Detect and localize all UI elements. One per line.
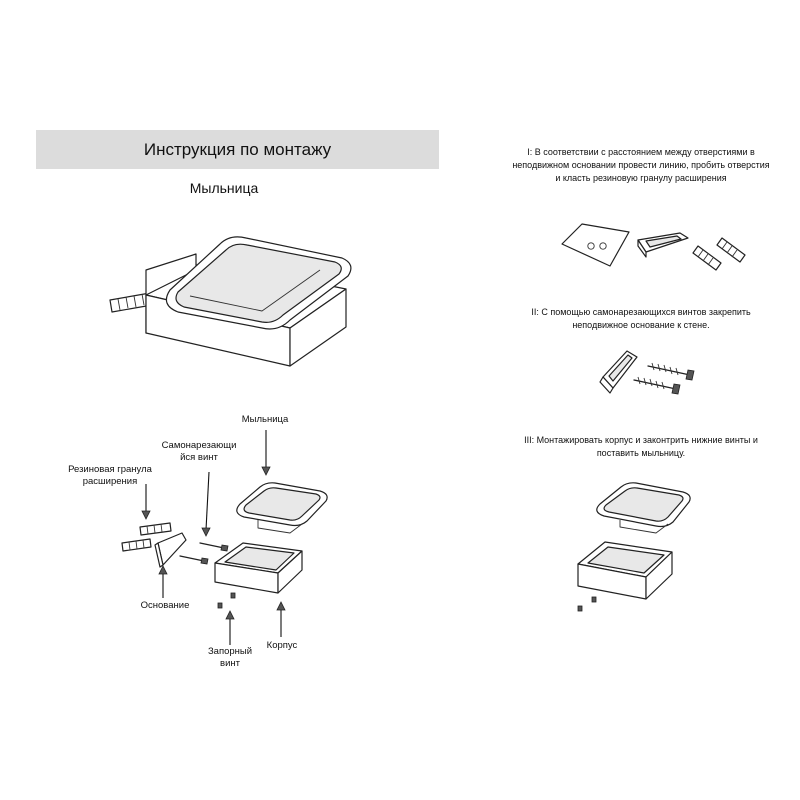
exploded-soap-tray (236, 482, 328, 534)
step-3-text: III: Монтажировать корпус и законтрить н… (524, 435, 758, 458)
product-name: Мыльница (189, 180, 259, 196)
step-1-plugs (692, 237, 746, 271)
exploded-housing (214, 542, 303, 594)
label-soap-dish: Мыльница (241, 414, 289, 425)
exploded-wall-plug-upper (139, 522, 172, 536)
exploded-wall-plug-lower (121, 538, 152, 552)
page-title: Инструкция по монтажу (143, 139, 332, 159)
step-2-screws (633, 362, 695, 395)
exploded-screw-upper (199, 542, 229, 552)
exploded-screw-lower (179, 555, 209, 565)
step-3-set-screws (577, 596, 597, 612)
label-arrows (141, 430, 286, 645)
label-expansion-plug: Резиновая гранула расширения (68, 464, 152, 487)
step-2-base (599, 350, 638, 394)
label-set-screw: Запорный винт (207, 646, 253, 669)
label-self-tapping-screw: Самонарезающи йся винт (161, 440, 237, 463)
step-1-base (637, 232, 689, 258)
exploded-base (154, 532, 187, 568)
assembled-soap-tray (165, 236, 352, 330)
step-2-text: II: С помощью самонарезающихся винтов за… (531, 307, 751, 330)
exploded-set-screws (217, 592, 236, 609)
label-base: Основание (140, 600, 190, 611)
step-1-text: I: В соответствии с расстоянием между от… (512, 147, 770, 183)
label-housing: Корпус (266, 640, 298, 651)
step-3-housing (577, 541, 673, 600)
step-3-tray (596, 482, 691, 534)
step-1-wall-with-holes (561, 223, 630, 267)
page-title-bar: Инструкция по монтажу (36, 130, 439, 169)
